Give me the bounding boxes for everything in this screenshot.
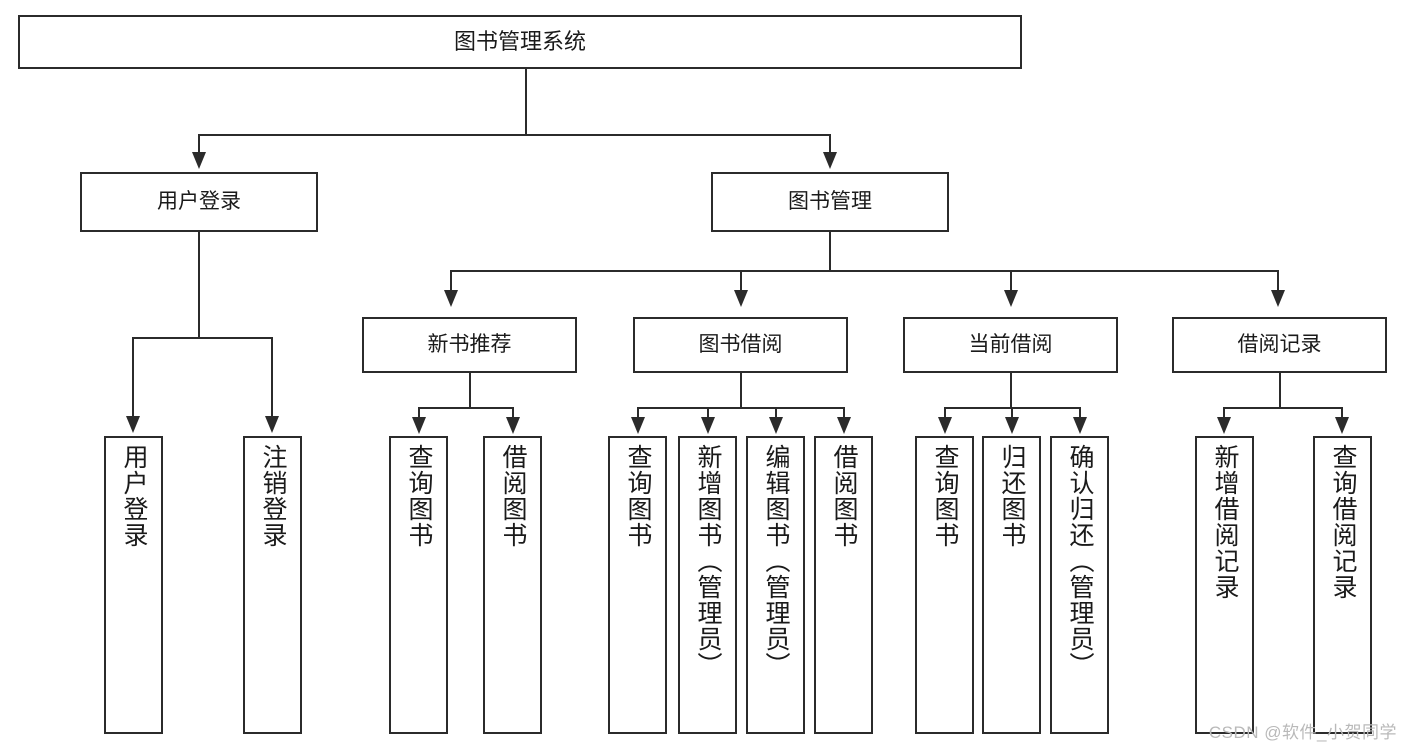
leaf-user-logout[interactable]: 注销登录: [243, 436, 302, 734]
node-label: 新书推荐: [427, 332, 512, 356]
leaf-query-record[interactable]: 查询借阅记录: [1313, 436, 1372, 734]
node-label: 新增借阅记录: [1211, 444, 1239, 600]
arrow-to-leaf-add-book: [701, 417, 715, 434]
connector-level1-bar: [198, 134, 830, 136]
arrow-to-borrow-record: [1271, 290, 1285, 307]
node-label: 用户登录: [120, 444, 148, 548]
node-label: 当前借阅: [968, 332, 1053, 356]
node-label: 查询图书: [624, 444, 652, 548]
connector-borrowrecord-drop-2: [1341, 407, 1343, 420]
arrow-to-current-borrow: [1004, 290, 1018, 307]
connector-level2-bar: [450, 270, 1279, 272]
connector-recommend-drop-2: [512, 407, 514, 420]
node-root-system[interactable]: 图书管理系统: [18, 15, 1022, 69]
arrow-to-user-login: [192, 152, 206, 169]
arrow-to-leaf-query-book-3: [938, 417, 952, 434]
node-label: 借阅图书: [499, 444, 527, 548]
node-user-login[interactable]: 用户登录: [80, 172, 318, 232]
connector-level1-drop-right: [829, 134, 831, 156]
arrow-to-leaf-user-logout: [265, 416, 279, 433]
arrow-to-leaf-borrow-book-2: [837, 417, 851, 434]
connector-currentborrow-stem: [1010, 373, 1012, 408]
arrow-to-leaf-query-book-1: [412, 417, 426, 434]
connector-bookborrow-drop-1: [637, 407, 639, 420]
connector-currentborrow-drop-3: [1079, 407, 1081, 420]
leaf-edit-book[interactable]: 编辑图书（管理员）: [746, 436, 805, 734]
connector-bookborrow-bar: [637, 407, 844, 409]
arrow-to-leaf-query-book-2: [631, 417, 645, 434]
arrow-to-new-book-recommend: [444, 290, 458, 307]
leaf-query-book-1[interactable]: 查询图书: [389, 436, 448, 734]
connector-user-login-bar: [132, 337, 272, 339]
node-label: 查询借阅记录: [1329, 444, 1357, 600]
node-current-borrow[interactable]: 当前借阅: [903, 317, 1118, 373]
arrow-to-leaf-return-book: [1005, 417, 1019, 434]
arrow-to-book-borrow: [734, 290, 748, 307]
connector-borrowrecord-drop-1: [1223, 407, 1225, 420]
node-label: 用户登录: [157, 189, 241, 213]
connector-user-login-drop-2: [271, 337, 273, 419]
connector-book-mgmt-stem: [829, 232, 831, 271]
leaf-confirm-return[interactable]: 确认归还（管理员）: [1050, 436, 1109, 734]
connector-level1-drop-left: [198, 134, 200, 156]
node-book-borrow[interactable]: 图书借阅: [633, 317, 848, 373]
connector-recommend-drop-1: [418, 407, 420, 420]
leaf-query-book-3[interactable]: 查询图书: [915, 436, 974, 734]
node-label: 借阅记录: [1237, 332, 1322, 356]
connector-recommend-stem: [469, 373, 471, 408]
node-label: 新增图书（管理员）: [694, 444, 722, 678]
connector-bookborrow-stem: [740, 373, 742, 408]
leaf-add-record[interactable]: 新增借阅记录: [1195, 436, 1254, 734]
leaf-user-login[interactable]: 用户登录: [104, 436, 163, 734]
node-label: 查询图书: [405, 444, 433, 548]
arrow-to-book-management: [823, 152, 837, 169]
connector-bookborrow-drop-3: [775, 407, 777, 420]
arrow-to-leaf-borrow-book-1: [506, 417, 520, 434]
arrow-to-leaf-user-login: [126, 416, 140, 433]
connector-bookborrow-drop-4: [843, 407, 845, 420]
node-label: 确认归还（管理员）: [1066, 444, 1094, 678]
node-label: 归还图书: [998, 444, 1026, 548]
connector-currentborrow-drop-2: [1011, 407, 1013, 420]
arrow-to-leaf-add-record: [1217, 417, 1231, 434]
connector-level2-drop-4: [1277, 270, 1279, 293]
connector-bookborrow-drop-2: [707, 407, 709, 420]
connector-user-login-stem: [198, 232, 200, 338]
leaf-query-book-2[interactable]: 查询图书: [608, 436, 667, 734]
node-label: 图书管理系统: [453, 29, 586, 55]
connector-level2-drop-2: [740, 270, 742, 293]
arrow-to-leaf-query-record: [1335, 417, 1349, 434]
connector-level2-drop-3: [1010, 270, 1012, 293]
node-label: 编辑图书（管理员）: [762, 444, 790, 678]
node-label: 图书借阅: [698, 332, 783, 356]
watermark-text: CSDN @软件_小贺同学: [1208, 723, 1397, 742]
leaf-borrow-book-1[interactable]: 借阅图书: [483, 436, 542, 734]
node-label: 借阅图书: [830, 444, 858, 548]
leaf-borrow-book-2[interactable]: 借阅图书: [814, 436, 873, 734]
connector-currentborrow-drop-1: [944, 407, 946, 420]
node-label: 查询图书: [931, 444, 959, 548]
connector-user-login-drop-1: [132, 337, 134, 419]
leaf-add-book[interactable]: 新增图书（管理员）: [678, 436, 737, 734]
arrow-to-leaf-confirm-return: [1073, 417, 1087, 434]
node-new-book-recommend[interactable]: 新书推荐: [362, 317, 577, 373]
arrow-to-leaf-edit-book: [769, 417, 783, 434]
connector-level2-drop-1: [450, 270, 452, 293]
node-book-management[interactable]: 图书管理: [711, 172, 949, 232]
node-label: 注销登录: [259, 444, 287, 548]
node-borrow-record[interactable]: 借阅记录: [1172, 317, 1387, 373]
node-label: 图书管理: [788, 189, 872, 213]
leaf-return-book[interactable]: 归还图书: [982, 436, 1041, 734]
connector-borrowrecord-stem: [1279, 373, 1281, 408]
connector-recommend-bar: [418, 407, 513, 409]
connector-borrowrecord-bar: [1223, 407, 1342, 409]
connector-root-stem: [525, 69, 527, 135]
